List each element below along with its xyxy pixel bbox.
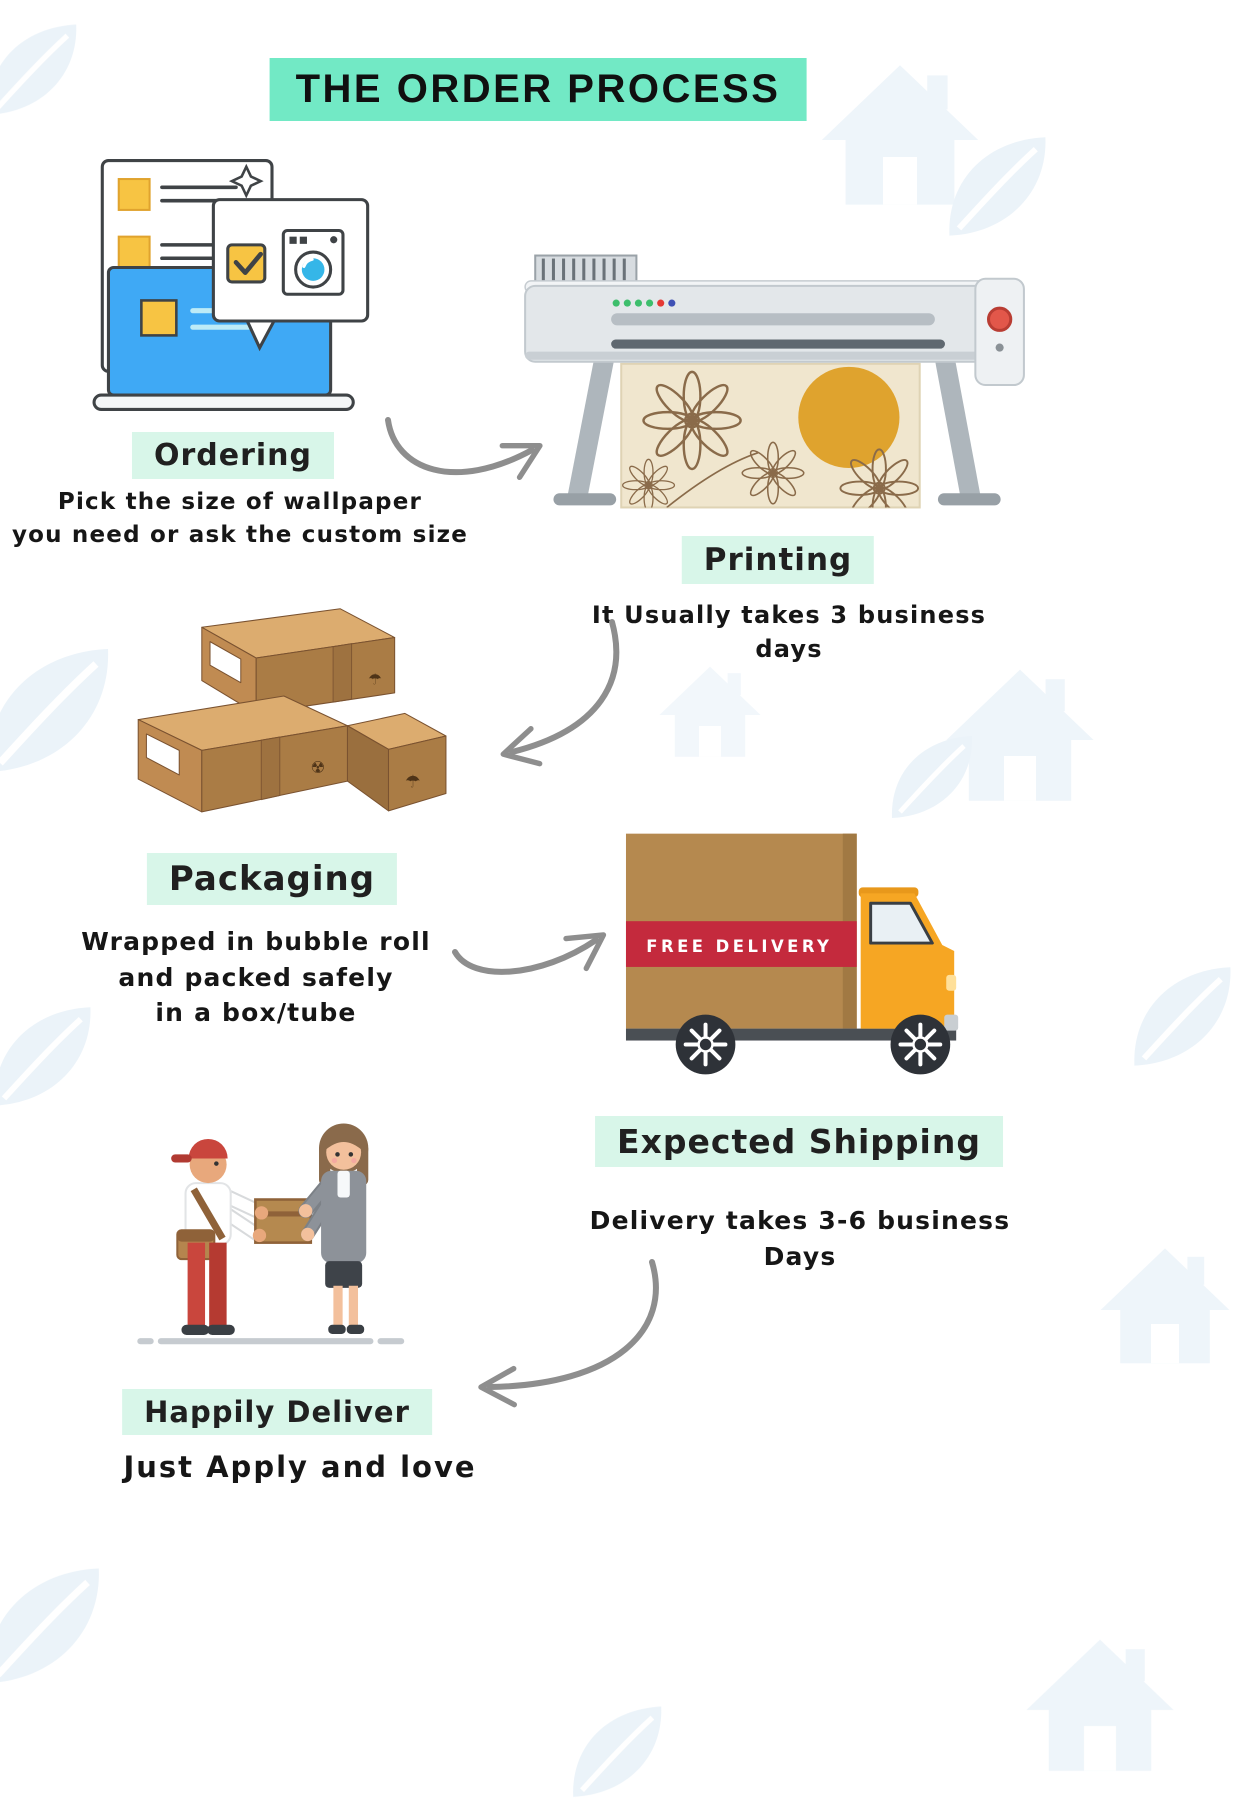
free-delivery-banner (625, 921, 857, 967)
box-top: ☂ (201, 608, 396, 714)
shipping-illustration: FREE DELIVERY (622, 824, 990, 1086)
shipping-label: Expected Shipping (595, 1116, 1003, 1167)
sun-motif (798, 366, 900, 468)
printing-label: Printing (681, 536, 875, 584)
svg-text:☢: ☢ (311, 758, 326, 777)
checkbox-icon (226, 243, 267, 284)
box-bottom-left: ☢ (137, 695, 348, 813)
svg-text:☂: ☂ (368, 671, 382, 689)
arrow-shipping-to-deliver (478, 1259, 659, 1408)
control-panel (974, 277, 1025, 387)
packaging-illustration: ☂ ☢ ☂ (130, 600, 448, 832)
arrow-ordering-to-printing (385, 417, 543, 480)
power-button (986, 306, 1013, 332)
delivery-man (171, 1138, 268, 1336)
ordering-label: Ordering (131, 432, 335, 479)
printing-description: It Usually takes 3 business days (591, 601, 987, 664)
deliver-illustration (126, 1062, 434, 1374)
red-cap (188, 1138, 228, 1159)
free-delivery-text: FREE DELIVERY (646, 937, 832, 956)
packaging-label: Packaging (146, 853, 398, 905)
check-mark-icon (233, 251, 263, 275)
chassis (625, 1028, 957, 1041)
printer-legs (553, 359, 1001, 506)
washer-icon (281, 228, 345, 296)
customer-woman (298, 1123, 369, 1335)
headlight (946, 974, 957, 991)
box-bottom-right: ☂ (346, 712, 447, 812)
paper-slot (611, 339, 945, 349)
deliver-label: Happily Deliver (122, 1389, 432, 1435)
shipping-description: Delivery takes 3-6 business Days (589, 1206, 1011, 1271)
svg-text:☂: ☂ (405, 772, 421, 792)
printer-body (524, 254, 1025, 387)
cab-window (869, 901, 934, 945)
ordering-description: Pick the size of wallpaper you need or a… (11, 489, 469, 548)
page-title: THE ORDER PROCESS (269, 58, 807, 121)
truck-cab (858, 887, 959, 1031)
sparkle-icon (228, 163, 264, 199)
rear-wheel (675, 1014, 736, 1075)
printing-illustration (515, 250, 1031, 514)
wallpaper-sheet (620, 362, 921, 509)
speech-bubble (211, 198, 370, 352)
packaging-description: Wrapped in bubble roll and packed safely… (81, 927, 431, 1027)
deliver-description: Just Apply and love (123, 1450, 477, 1484)
ordering-illustration (92, 146, 380, 424)
arrow-packaging-to-shipping (452, 932, 607, 975)
bumper (944, 1014, 959, 1031)
front-wheel (890, 1014, 951, 1075)
